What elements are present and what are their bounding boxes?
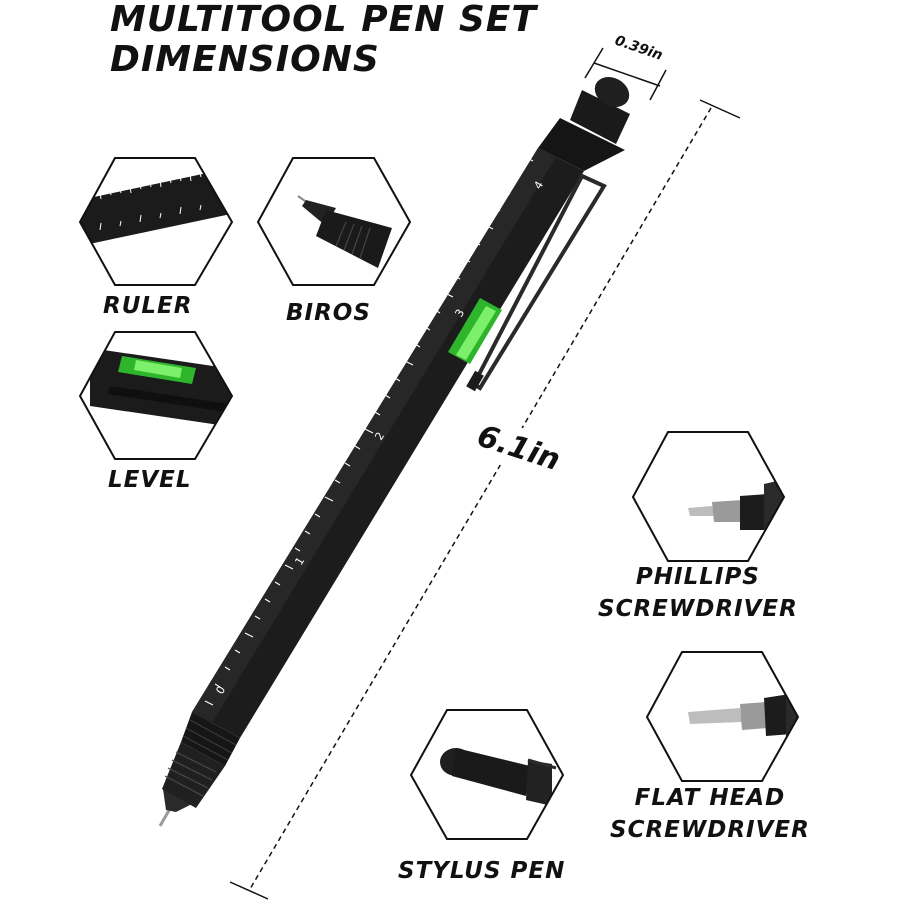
page-title: MULTITOOL PEN SET DIMENSIONS: [110, 0, 537, 80]
phillips-label-line-2: SCREWDRIVER: [598, 596, 798, 622]
level-hexagon: [78, 331, 234, 460]
title-line-1: MULTITOOL PEN SET: [110, 0, 537, 40]
stylus-hexagon: [409, 709, 565, 840]
ruler-hexagon: [78, 157, 234, 286]
stylus-label: STYLUS PEN: [398, 858, 566, 884]
phillips-label-line-1: PHILLIPS: [635, 564, 760, 590]
width-label: 0.39in: [613, 33, 665, 64]
phillips-hexagon: [631, 431, 786, 562]
biros-label: BIROS: [286, 300, 371, 326]
flathead-label-line-2: SCREWDRIVER: [610, 817, 810, 843]
flathead-label-line-1: FLAT HEAD: [634, 785, 786, 811]
biros-hexagon: [256, 157, 412, 286]
title-line-2: DIMENSIONS: [110, 39, 380, 80]
ruler-label: RULER: [103, 293, 193, 319]
multitool-pen: 0 1 2 3 4: [158, 77, 630, 827]
flathead-label: FLAT HEAD SCREWDRIVER: [610, 782, 810, 846]
phillips-label: PHILLIPS SCREWDRIVER: [598, 561, 798, 625]
level-label: LEVEL: [108, 467, 192, 493]
flathead-hexagon: [645, 651, 800, 782]
